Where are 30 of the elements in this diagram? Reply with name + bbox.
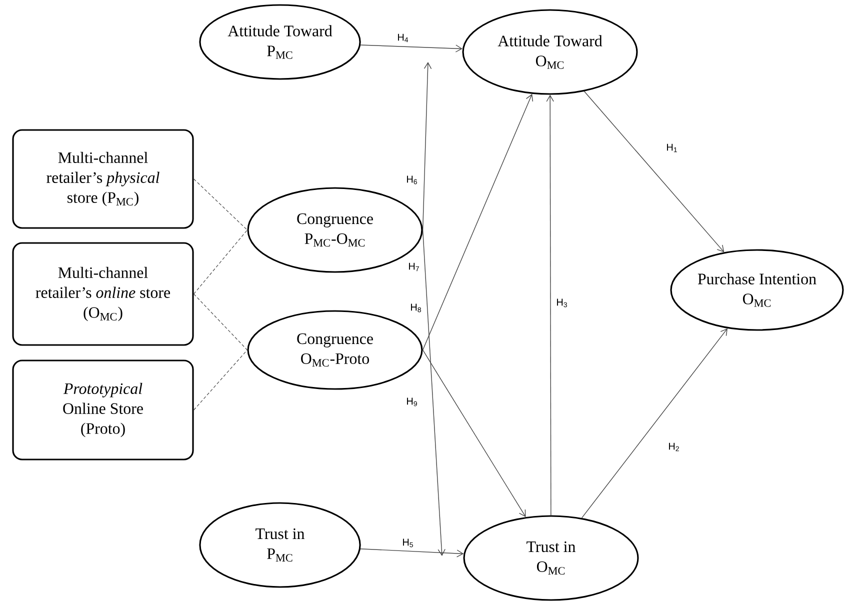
edge-label: H$_{9}$ [405, 396, 419, 407]
ellipse-node: Trust in O$_{MC}$ [463, 515, 639, 601]
dashed-line [194, 178, 248, 230]
edge-label: H$_{1}$ [665, 143, 679, 153]
edge-label: H$_{4}$ [396, 33, 410, 43]
arrow [422, 62, 432, 230]
edge-label: H$_{3}$ [555, 298, 569, 308]
arrow [581, 328, 728, 518]
arrow [422, 230, 446, 556]
ellipse-node: Trust in P$_{MC}$ [199, 502, 361, 588]
ellipse-node: Purchase Intention O$_{MC}$ [670, 249, 844, 331]
edge-label: H$_{5}$ [401, 538, 415, 548]
edge-label: H$_{8}$ [409, 302, 423, 313]
arrow [360, 548, 464, 558]
arrow [584, 91, 724, 252]
dashed-line [194, 230, 248, 294]
edge-label: H$_{7}$ [407, 262, 421, 272]
rounded-box: Multi-channel retailer’s physical store (P$_{MC}$) [12, 129, 194, 229]
dashed-line [194, 350, 248, 410]
rounded-box: Multi-channel retailer’s online store (O$_{MC}$) [12, 242, 194, 346]
arrow [546, 94, 554, 516]
arrow [422, 94, 534, 350]
arrow [422, 350, 526, 517]
ellipse-node: Attitude Toward O$_{MC}$ [462, 9, 638, 95]
ellipse-node: Attitude Toward P$_{MC}$ [199, 4, 361, 80]
arrow [360, 44, 462, 52]
edge-label: H$_{2}$ [667, 442, 681, 452]
edge-label: H$_{6}$ [405, 174, 419, 185]
dashed-line [194, 294, 248, 350]
rounded-box: Prototypical Online Store (Proto) [12, 360, 194, 460]
